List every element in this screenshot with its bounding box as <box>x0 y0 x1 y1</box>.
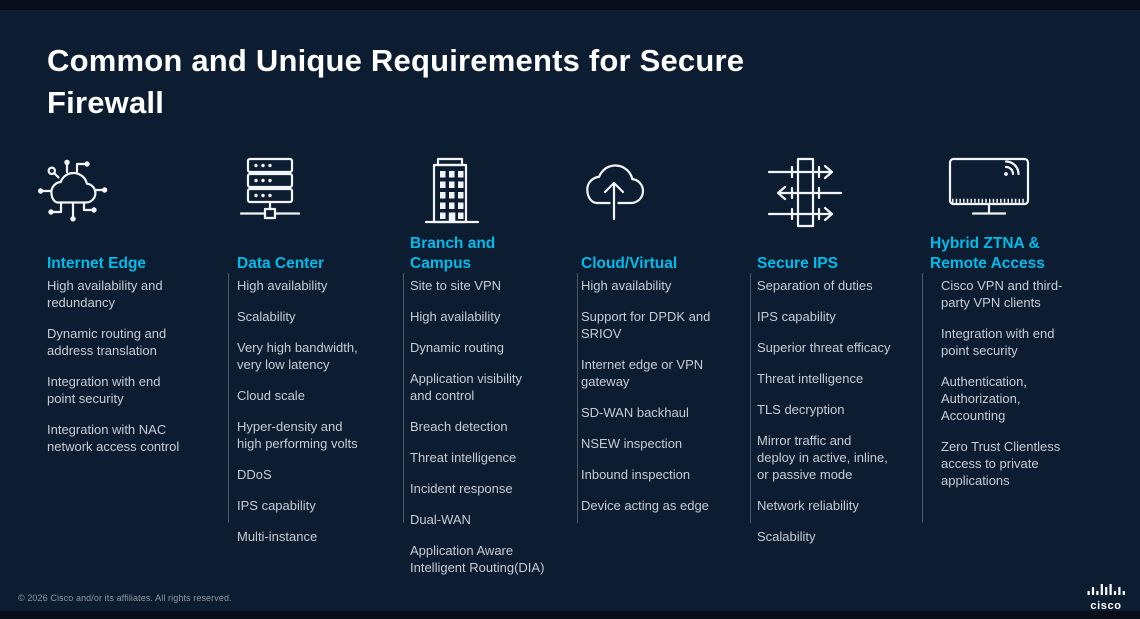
list-item: Device acting as edge <box>581 498 709 513</box>
list-item: IPS capability <box>757 309 836 324</box>
list-item: High availability <box>581 278 672 293</box>
list-item: Application visibility and control <box>410 371 522 403</box>
column-divider <box>403 273 404 523</box>
column-title: Internet Edge <box>47 255 147 272</box>
list-item: Authentication, Authorization, Accountin… <box>941 374 1028 423</box>
list-item: TLS decryption <box>757 402 845 417</box>
page-title: Common and Unique Requirements for Secur… <box>47 43 745 120</box>
list-item: Superior threat efficacy <box>757 340 891 355</box>
list-item: High availability and redundancy <box>47 278 163 310</box>
bottom-border <box>0 611 1140 619</box>
list-item: Very high bandwidth, very low latency <box>237 340 358 372</box>
list-item: Integration with end point security <box>941 326 1055 358</box>
list-item: Scalability <box>757 529 816 544</box>
list-item: Dual-WAN <box>410 512 471 527</box>
list-item: Dynamic routing and address translation <box>47 326 167 358</box>
cisco-logo-icon <box>1087 584 1125 595</box>
list-item: Cisco VPN and third- party VPN clients <box>941 278 1063 310</box>
column-title: Cloud/Virtual <box>581 255 678 272</box>
list-item: Scalability <box>237 309 296 324</box>
list-item: Integration with end point security <box>47 374 161 406</box>
cloud-upload-icon <box>577 157 651 230</box>
list-item: Application Aware Intelligent Routing(DI… <box>410 543 545 575</box>
list-item: Network reliability <box>757 498 859 513</box>
list-item: Breach detection <box>410 419 508 434</box>
list-item: Threat intelligence <box>410 450 517 465</box>
column-title: Hybrid ZTNA & Remote Access <box>930 235 1045 272</box>
column-title: Branch and Campus <box>410 235 496 272</box>
server-stack-icon <box>240 157 300 230</box>
list-item: Zero Trust Clientless access to private … <box>941 439 1061 488</box>
list-item: Incident response <box>410 481 513 496</box>
ips-traffic-icon <box>767 157 843 230</box>
cisco-logo: cisco <box>1084 582 1128 612</box>
column-title: Data Center <box>237 255 324 272</box>
building-icon <box>424 157 480 230</box>
column-divider <box>922 273 923 523</box>
column-title: Secure IPS <box>757 255 838 272</box>
copyright-text: © 2026 Cisco and/or its affiliates. All … <box>18 593 232 603</box>
monitor-wireless-icon <box>948 157 1032 230</box>
column-divider <box>577 273 578 523</box>
cisco-wordmark: cisco <box>1090 600 1122 612</box>
list-item: Dynamic routing <box>410 340 504 355</box>
list-item: High availability <box>237 278 328 293</box>
list-item: Integration with NAC network access cont… <box>47 422 180 454</box>
list-item: Multi-instance <box>237 529 318 544</box>
list-item: Site to site VPN <box>410 278 502 293</box>
list-item: SD-WAN backhaul <box>581 405 689 420</box>
top-border <box>0 0 1140 10</box>
list-item: IPS capability <box>237 498 316 513</box>
list-item: Threat intelligence <box>757 371 864 386</box>
list-item: Inbound inspection <box>581 467 691 482</box>
list-item: DDoS <box>237 467 272 482</box>
list-item: Support for DPDK and SRIOV <box>581 309 711 341</box>
column-divider <box>750 273 751 523</box>
list-item: Hyper-density and high performing volts <box>237 419 358 451</box>
list-item: High availability <box>410 309 501 324</box>
column-divider <box>228 273 229 523</box>
list-item: Separation of duties <box>757 278 873 293</box>
cloud-network-icon <box>37 157 109 230</box>
list-item: Mirror traffic and deploy in active, inl… <box>757 433 888 482</box>
list-item: NSEW inspection <box>581 436 683 451</box>
list-item: Internet edge or VPN gateway <box>581 357 704 389</box>
list-item: Cloud scale <box>237 388 305 403</box>
